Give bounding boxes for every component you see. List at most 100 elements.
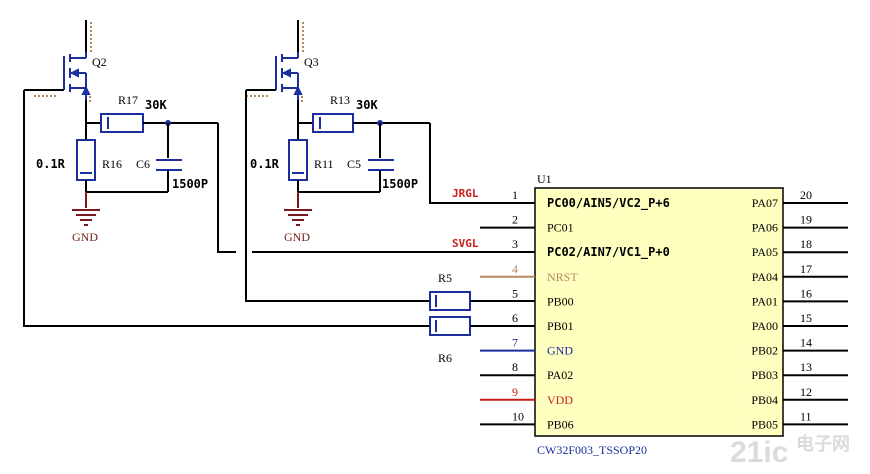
net-label-jrgl: JRGL xyxy=(452,187,479,200)
r11-label: R11 xyxy=(314,157,334,171)
pin-name: PA00 xyxy=(752,319,778,333)
r6-label: R6 xyxy=(438,351,452,365)
pin-number: 20 xyxy=(800,188,812,202)
pin-name: PB00 xyxy=(547,294,574,308)
pin-name: PA05 xyxy=(752,245,778,259)
c6-label: C6 xyxy=(136,157,150,171)
pin-name: PB06 xyxy=(547,417,574,431)
r11-value: 0.1R xyxy=(250,157,280,171)
pin-number: 16 xyxy=(800,286,812,300)
q2-label: Q2 xyxy=(92,55,107,69)
wire-svgl-a xyxy=(217,123,236,253)
pin-name: PC02/AIN7/VC1_P+0 xyxy=(547,245,670,260)
pin-number: 12 xyxy=(800,385,812,399)
c5-label: C5 xyxy=(347,157,361,171)
pin-number: 15 xyxy=(800,311,812,325)
r5-label: R5 xyxy=(438,271,452,285)
pin-number: 2 xyxy=(512,213,518,227)
ground-symbol-right xyxy=(284,209,312,226)
gnd-label-right: GND xyxy=(284,230,310,244)
q3-label: Q3 xyxy=(304,55,319,69)
chip-right-pins: 20PA0719PA0618PA0517PA0416PA0115PA0014PB… xyxy=(751,188,848,431)
watermark-logo: 21ic xyxy=(730,436,788,469)
wire-jrgl xyxy=(429,123,535,204)
pin-name: NRST xyxy=(547,270,578,284)
wire-q3-gate xyxy=(245,90,430,302)
r13-label: R13 xyxy=(330,93,350,107)
mosfet-q3-symbol xyxy=(275,52,303,100)
chip-body xyxy=(534,187,784,437)
gnd-label-left: GND xyxy=(72,230,98,244)
net-label-svgl: SVGL xyxy=(452,237,479,250)
pin-name: PA01 xyxy=(752,294,778,308)
pin-name: PC01 xyxy=(547,221,574,235)
r17-label: R17 xyxy=(118,93,138,107)
pin-number: 4 xyxy=(512,262,518,276)
watermark-cn: 电子网 xyxy=(796,433,850,454)
pin-name: PA07 xyxy=(752,196,778,210)
chip-left-pins: 1PC00/AIN5/VC2_P+62PC013PC02/AIN7/VC1_P+… xyxy=(480,188,670,431)
pin-number: 8 xyxy=(512,360,518,374)
pin-name: VDD xyxy=(547,393,573,407)
pin-number: 13 xyxy=(800,360,812,374)
c6-value: 1500P xyxy=(172,177,208,191)
pin-name: PB01 xyxy=(547,319,574,333)
mosfet-q2-group: Q2 R17 30K 0.1R R16 C6 1500P xyxy=(34,20,218,244)
pin-number: 19 xyxy=(800,213,812,227)
pin-name: PA04 xyxy=(752,270,778,284)
pin-number: 5 xyxy=(512,286,518,300)
pin-number: 7 xyxy=(512,336,518,350)
r13-value: 30K xyxy=(356,98,378,112)
chip-u1: U1 CW32F003_TSSOP20 1PC00/AIN5/VC2_P+62P… xyxy=(480,172,848,457)
pin-number: 3 xyxy=(512,237,518,251)
r16-label: R16 xyxy=(102,157,122,171)
pin-name: GND xyxy=(547,344,573,358)
mosfet-q3-group: Q3 R13 30K 0.1R R11 C5 1500P GND xyxy=(246,20,430,244)
c5-value: 1500P xyxy=(382,177,418,191)
pin-number: 14 xyxy=(800,336,812,350)
chip-ref: U1 xyxy=(537,172,552,186)
pin-number: 6 xyxy=(512,311,518,325)
r17-value: 30K xyxy=(145,98,167,112)
pin-number: 9 xyxy=(512,385,518,399)
chip-part: CW32F003_TSSOP20 xyxy=(537,443,647,457)
mosfet-q2-symbol xyxy=(63,52,91,100)
pin-name: PA06 xyxy=(752,221,778,235)
pin-name: PB05 xyxy=(751,417,778,431)
pin-number: 18 xyxy=(800,237,812,251)
pin-name: PB04 xyxy=(751,393,778,407)
pin-number: 11 xyxy=(800,409,812,423)
pin-name: PB02 xyxy=(751,344,778,358)
pin-name: PB03 xyxy=(751,368,778,382)
pin-number: 10 xyxy=(512,409,524,423)
ground-symbol-left xyxy=(72,209,100,226)
pin-number: 1 xyxy=(512,188,518,202)
wire-q2-gate xyxy=(23,90,430,327)
watermark: 21ic 电子网 xyxy=(730,433,850,469)
pin-name: PA02 xyxy=(547,368,573,382)
r16-value: 0.1R xyxy=(36,157,66,171)
pin-name: PC00/AIN5/VC2_P+6 xyxy=(547,196,670,211)
pin-number: 17 xyxy=(800,262,812,276)
